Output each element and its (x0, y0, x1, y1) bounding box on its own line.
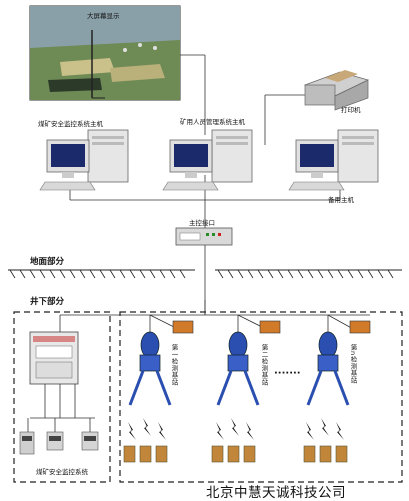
ground-hatch (9, 269, 394, 279)
label-surface: 地面部分 (30, 257, 65, 267)
label-personnel-host: 矿用人员管理系统主机 (180, 118, 245, 126)
main-interface-box (175, 227, 233, 246)
id-tags (123, 445, 348, 463)
signal-bolts (128, 418, 344, 440)
stations-boundary (119, 311, 403, 483)
underground-lines (59, 300, 370, 332)
label-backup-host: 备用主机 (328, 196, 354, 204)
label-dots: ······· (274, 368, 301, 379)
big-screen-display (29, 5, 181, 101)
computer-coal-host (39, 129, 129, 191)
label-big-screen: 大屏幕显示 (87, 12, 120, 20)
label-coal-sub: 煤矿安全监控系统 (36, 468, 88, 476)
printer-device (303, 70, 369, 111)
coal-sensor-lines (27, 384, 95, 432)
label-station-n: 第n检测基站 (349, 344, 357, 384)
watermark-text: 北京中慧天诚科技公司 (206, 485, 346, 501)
station-unit-1 (128, 320, 194, 406)
label-coal-host: 煤矿安全监控系统主机 (38, 120, 103, 128)
coal-sub-boundary (13, 311, 111, 483)
coal-sensors (19, 431, 99, 455)
computer-backup-host (288, 129, 379, 191)
label-main-interface: 主控接口 (189, 219, 215, 227)
label-station-2: 第二检测基站 (260, 344, 268, 386)
station-unit-n (306, 320, 371, 406)
label-station-1: 第一检测基站 (170, 344, 178, 386)
computer-personnel-host (162, 129, 253, 191)
label-underground: 井下部分 (30, 297, 65, 307)
label-printer: 打印机 (341, 106, 361, 114)
coal-substation-device (29, 331, 79, 385)
station-unit-2 (216, 320, 281, 406)
